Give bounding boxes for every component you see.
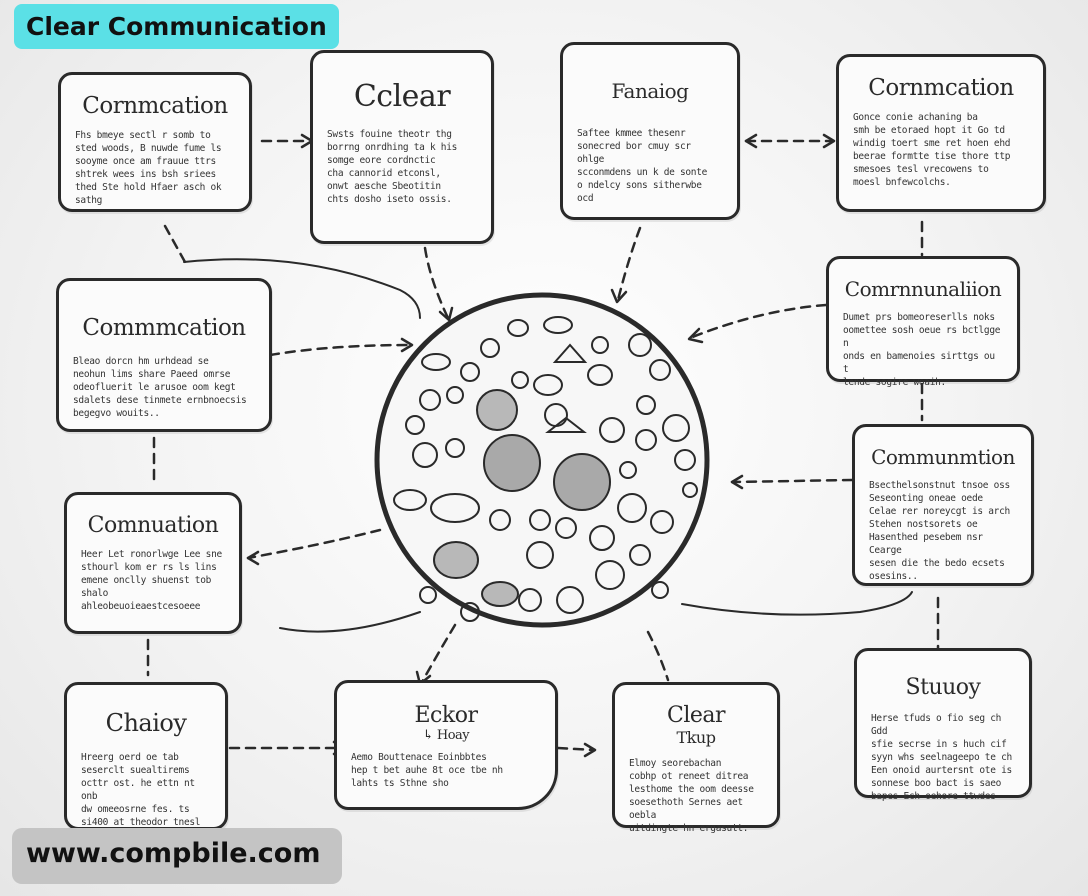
box-title: Chaioy	[105, 709, 187, 737]
arrowhead-3-4-left	[744, 133, 758, 149]
note-box-communication-3: Comrnnunaliion Dumet prs bomeoreserlls n…	[826, 256, 1020, 388]
box-title: Cornmcation	[868, 75, 1014, 101]
connector-1-down	[163, 224, 187, 264]
note-box-communication-5: Communmtion Bsecthelsonstnut tnsoe oss S…	[852, 424, 1034, 586]
arrowhead-7-center	[730, 474, 744, 490]
connector-center-8	[246, 528, 382, 560]
note-box-fanaiog: Fanaiog Saftee kmmee thesenr sonecred bo…	[560, 42, 740, 220]
box-title: Cornmcation	[82, 93, 228, 119]
arrowhead-2-center	[438, 306, 454, 322]
note-box-stuuoy: Stuuoy Herse tfuds o fio seg ch Gdd sfie…	[854, 648, 1032, 802]
box-body: Aemo Bouttenace Eoinbbtes hep t bet auhe…	[351, 752, 503, 789]
box-body: Herse tfuds o fio seg ch Gdd sfie secrse…	[871, 713, 1012, 802]
box-title: Stuuoy	[905, 675, 981, 700]
arrowhead-center-8	[246, 550, 260, 566]
connector-10-11	[556, 746, 596, 752]
curve-center-7	[681, 591, 913, 616]
note-box-chaioy: Chaioy Hreerg oerd oe tab seserclt sueal…	[64, 682, 228, 854]
arrowhead-5-center	[687, 327, 704, 344]
note-box-clear-2: Clear Tkup Elmoy seorebachan cobhp ot re…	[612, 682, 780, 834]
box-title: Comrnnunaliion	[844, 277, 1002, 301]
connector-6-center	[268, 343, 412, 357]
box-title: Clear	[666, 703, 726, 728]
note-box-communication-6: Comnuation Heer Let ronorlwge Lee sne st…	[64, 492, 242, 634]
note-box-eckor: Eckor ↳ Hoay Aemo Bouttenace Eoinbbtes h…	[334, 680, 558, 810]
box-body: Swsts fouine theotr thg borrng onrdhing …	[327, 129, 458, 205]
connector-2-center	[423, 246, 450, 320]
note-box-communication-4: Commmcation Bleao dorcn hm urhdead se ne…	[56, 278, 272, 432]
curve-1-center	[183, 258, 421, 319]
box-body: Bleao dorcn hm urhdead se neohun lims sh…	[73, 356, 247, 419]
box-title: Eckor	[414, 703, 478, 728]
box-body: Saftee kmmee thesenr sonecred bor cmuy s…	[577, 128, 708, 204]
box-title: Communmtion	[871, 445, 1015, 469]
box-subtitle: Tkup	[676, 728, 716, 747]
box-title: Commmcation	[82, 315, 246, 341]
central-circle	[374, 292, 710, 628]
box-title: Cclear	[353, 79, 451, 114]
arrowhead-6-center	[400, 337, 414, 353]
box-subtitle: ↳ Hoay	[422, 728, 470, 743]
connector-center-11	[646, 630, 670, 682]
connector-3-center	[616, 226, 642, 302]
curve-8-center	[279, 611, 421, 633]
box-body: Hreerg oerd oe tab seserclt suealtirems …	[81, 752, 201, 854]
arrowhead-3-4-right	[822, 133, 836, 149]
box-title: Fanaiog	[611, 79, 690, 103]
box-body: Bsecthelsonstnut tnsoe oss Seseonting on…	[869, 480, 1010, 582]
page-title-banner: Clear Communication	[14, 4, 339, 49]
box-body: Fhs bmeye sectl r somb to sted woods, B …	[75, 130, 222, 206]
note-box-communication-1: Cornmcation Fhs bmeye sectl r somb to st…	[58, 72, 252, 212]
box-body: Heer Let ronorlwge Lee sne sthourl kom e…	[81, 549, 222, 612]
box-body: Gonce conie achaning ba smh be etoraed h…	[853, 112, 1011, 188]
note-box-communication-2: Cornmcation Gonce conie achaning ba smh …	[836, 54, 1046, 212]
box-title: Comnuation	[87, 513, 219, 538]
note-box-clear: Cclear Swsts fouine theotr thg borrng on…	[310, 50, 494, 244]
connector-5-center	[688, 303, 828, 340]
arrowhead-3-center	[610, 288, 628, 304]
connector-center-10	[420, 623, 457, 684]
arrowhead-10-11	[583, 742, 597, 758]
box-body: Dumet prs bomeoreserlls noks oomettee so…	[843, 312, 1001, 388]
connector-7-center	[730, 478, 854, 484]
website-url-footer: www.compbile.com	[12, 828, 342, 884]
box-body: Elmoy seorebachan cobhp ot reneet ditrea…	[629, 758, 754, 834]
